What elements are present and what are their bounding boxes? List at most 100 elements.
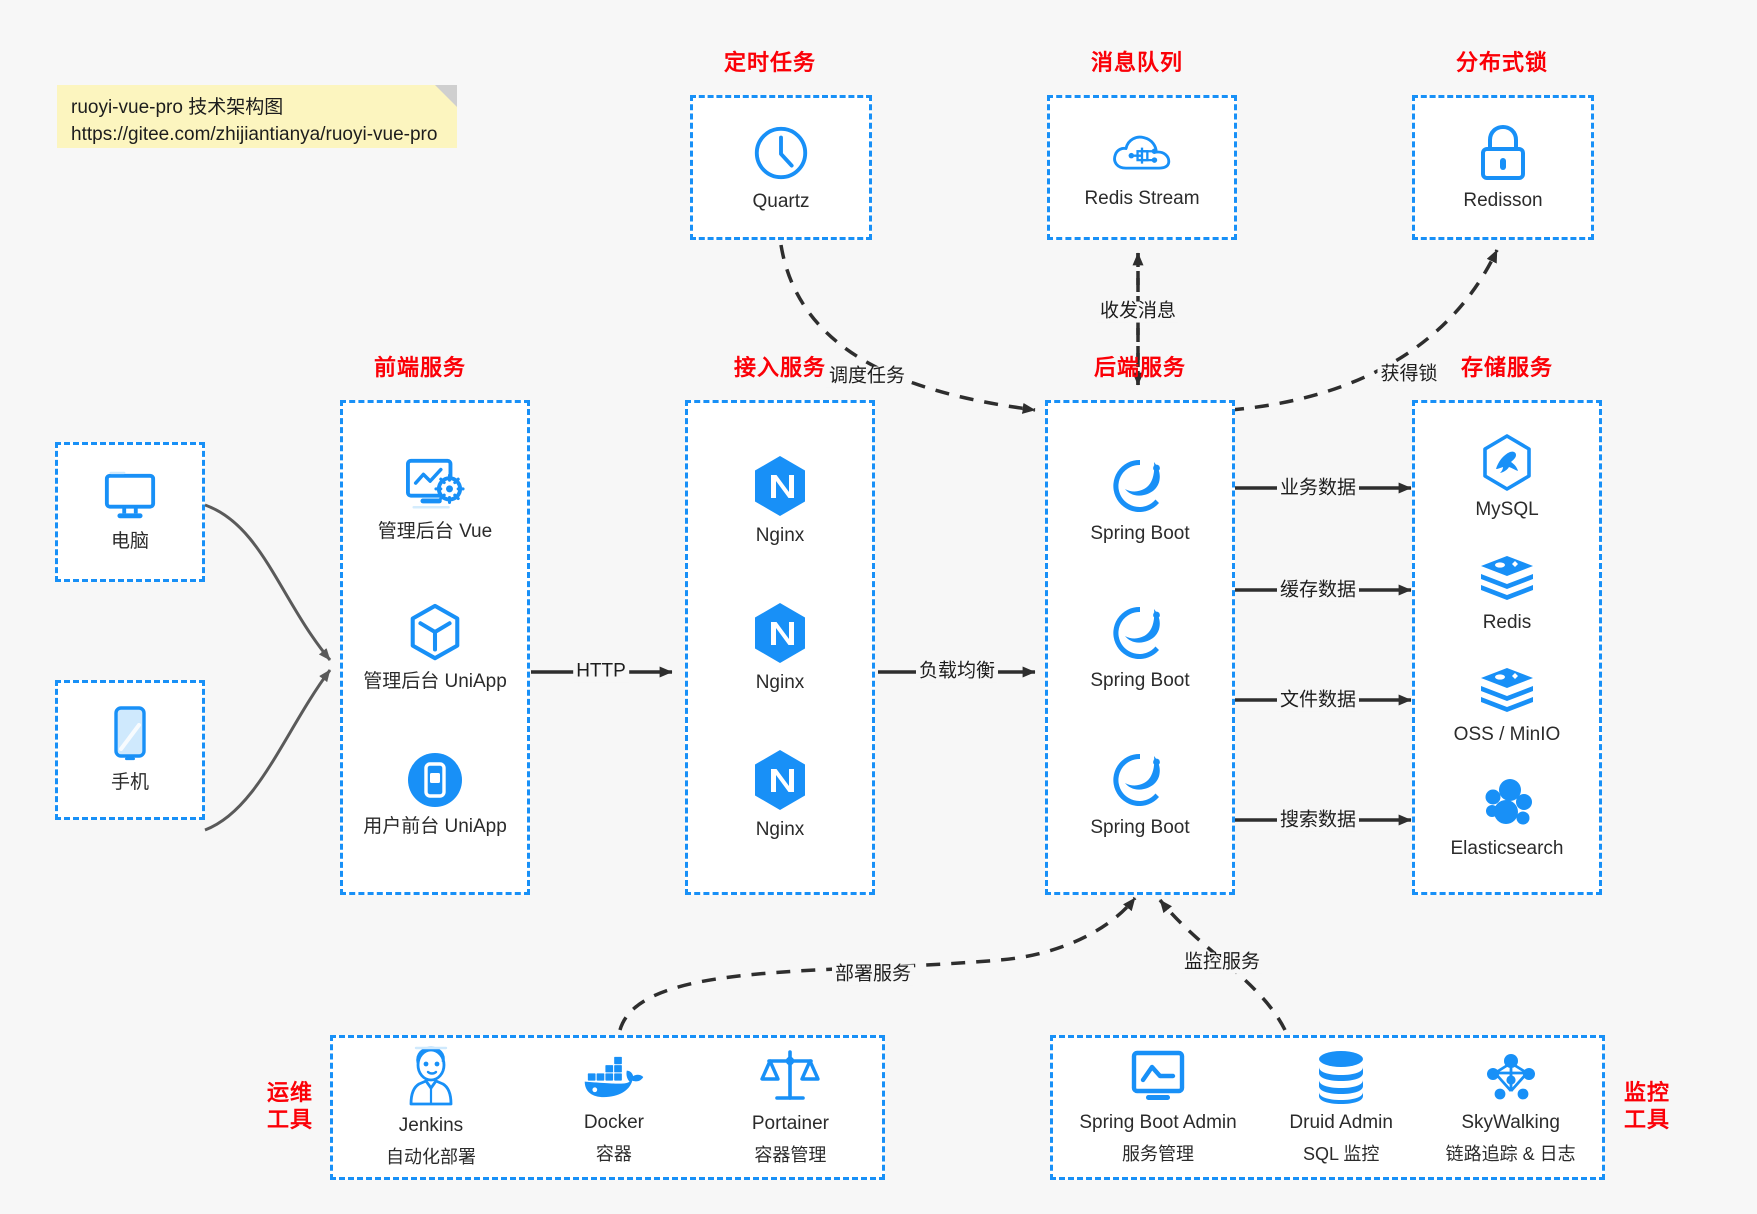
wire-phone-to-frontend xyxy=(204,669,332,832)
group-box-scheduler: Quartz xyxy=(690,95,872,240)
group-title-lock: 分布式锁 xyxy=(1455,50,1548,75)
node-spring-boot-2[interactable]: Spring Boot xyxy=(1090,603,1190,693)
edge-label-load-balance: 负载均衡 xyxy=(915,661,999,683)
group-box-gateway: Nginx Nginx Nginx xyxy=(685,400,875,895)
node-user-uniapp[interactable]: 用户前台 UniApp xyxy=(363,751,507,839)
node-label: Nginx xyxy=(755,671,805,693)
node-admin-uniapp[interactable]: 管理后台 UniApp xyxy=(363,602,507,694)
group-title-devops-line2: 工具 xyxy=(266,1106,313,1132)
group-box-monitoring: Spring Boot Admin 服务管理 Druid Admin SQL 监… xyxy=(1050,1035,1605,1180)
wire-backend-to-lock xyxy=(1229,249,1499,412)
node-label: Quartz xyxy=(752,190,810,212)
node-label: 管理后台 UniApp xyxy=(363,670,507,692)
node-spring-boot-1[interactable]: Spring Boot xyxy=(1090,456,1190,546)
edge-label-cache-data: 缓存数据 xyxy=(1276,580,1360,602)
note-fold-corner xyxy=(435,85,457,107)
node-admin-vue[interactable]: 管理后台 Vue xyxy=(378,456,492,544)
node-spring-boot-3[interactable]: Spring Boot xyxy=(1090,750,1190,840)
oss-minio-icon xyxy=(1480,667,1533,712)
cube-icon xyxy=(410,603,460,660)
mysql-icon xyxy=(1483,434,1531,492)
elasticsearch-icon xyxy=(1485,779,1532,825)
spring-boot-icon xyxy=(1113,459,1160,512)
node-redisson[interactable]: Redisson xyxy=(1463,123,1543,213)
group-box-client-desktop: 电脑 xyxy=(55,442,205,582)
edge-label-schedule-task: 调度任务 xyxy=(825,366,909,388)
node-mobile[interactable]: 手机 xyxy=(108,705,152,795)
node-portainer[interactable]: Portainer 容器管理 xyxy=(752,1048,829,1168)
node-desktop[interactable]: 电脑 xyxy=(101,470,159,554)
node-sublabel: 服务管理 xyxy=(1122,1144,1195,1165)
node-sublabel: 自动化部署 xyxy=(385,1147,476,1168)
group-title-storage: 存储服务 xyxy=(1460,355,1553,380)
mobile-app-icon xyxy=(407,753,462,808)
node-nginx-1[interactable]: Nginx xyxy=(751,454,809,548)
node-label: Portainer xyxy=(751,1112,829,1134)
nginx-icon xyxy=(755,602,805,663)
group-title-backend: 后端服务 xyxy=(1093,355,1186,380)
node-label: 电脑 xyxy=(110,531,149,553)
group-title-mq: 消息队列 xyxy=(1090,50,1183,75)
node-quartz[interactable]: Quartz xyxy=(750,122,812,214)
jenkins-icon xyxy=(409,1046,453,1106)
node-elasticsearch[interactable]: Elasticsearch xyxy=(1451,777,1564,861)
spring-boot-icon xyxy=(1113,606,1160,659)
node-jenkins[interactable]: Jenkins 自动化部署 xyxy=(386,1046,476,1170)
nginx-icon xyxy=(755,749,805,810)
group-box-client-mobile: 手机 xyxy=(55,680,205,820)
node-nginx-2[interactable]: Nginx xyxy=(751,601,809,695)
node-label: 用户前台 UniApp xyxy=(363,816,507,838)
portainer-scales-icon xyxy=(760,1049,821,1100)
group-box-lock: Redisson xyxy=(1412,95,1594,240)
node-sublabel: SQL 监控 xyxy=(1302,1144,1380,1165)
edge-label-http: HTTP xyxy=(573,661,629,683)
group-title-monitoring-line1: 监控 xyxy=(1623,1080,1670,1105)
node-label: Spring Boot xyxy=(1090,816,1190,838)
node-label: Jenkins xyxy=(398,1114,464,1136)
group-box-devops: Jenkins 自动化部署 Docker 容器 xyxy=(330,1035,885,1180)
node-druid-admin[interactable]: Druid Admin SQL 监控 xyxy=(1289,1049,1393,1167)
node-label: OSS / MinIO xyxy=(1453,723,1561,745)
group-box-mq: Redis Stream xyxy=(1047,95,1237,240)
node-label: 手机 xyxy=(110,772,149,794)
skywalking-icon xyxy=(1486,1053,1535,1100)
node-label: SkyWalking xyxy=(1461,1111,1560,1133)
node-spring-boot-admin[interactable]: Spring Boot Admin 服务管理 xyxy=(1079,1049,1237,1167)
node-redis-stream[interactable]: Redis Stream xyxy=(1084,125,1200,211)
edge-label-file-data: 文件数据 xyxy=(1276,690,1360,712)
node-nginx-3[interactable]: Nginx xyxy=(751,748,809,842)
note-title: ruoyi-vue-pro 技术架构图 xyxy=(71,97,284,118)
monitor-chart-icon xyxy=(1131,1050,1185,1100)
node-label: Spring Boot xyxy=(1090,669,1190,691)
group-title-scheduler: 定时任务 xyxy=(723,50,816,75)
node-skywalking[interactable]: SkyWalking 链路追踪 & 日志 xyxy=(1446,1049,1576,1167)
redis-icon xyxy=(1481,555,1533,600)
node-label: Redisson xyxy=(1463,189,1543,211)
group-box-backend: Spring Boot Spring Boot Spring Boot xyxy=(1045,400,1235,895)
clock-icon xyxy=(754,126,808,179)
node-mysql[interactable]: MySQL xyxy=(1475,434,1539,522)
node-label: Docker xyxy=(583,1111,645,1133)
edge-label-business-data: 业务数据 xyxy=(1276,478,1360,500)
edge-label-monitor-service: 监控服务 xyxy=(1180,952,1264,974)
diagram-note: ruoyi-vue-pro 技术架构图 https://gitee.com/zh… xyxy=(57,85,457,148)
node-redis[interactable]: Redis xyxy=(1478,553,1536,635)
node-label: Elasticsearch xyxy=(1450,838,1564,859)
node-oss-minio[interactable]: OSS / MinIO xyxy=(1453,665,1561,747)
node-label: Nginx xyxy=(755,524,805,546)
node-docker[interactable]: Docker 容器 xyxy=(582,1049,646,1167)
node-label: Spring Boot Admin xyxy=(1079,1111,1237,1133)
node-label: Spring Boot xyxy=(1090,522,1190,544)
nginx-icon xyxy=(755,455,805,516)
edge-label-deploy-service: 部署服务 xyxy=(831,964,915,986)
cloud-network-icon xyxy=(1113,135,1171,170)
database-stack-icon xyxy=(1319,1050,1364,1104)
edge-label-send-receive-message: 收发消息 xyxy=(1096,301,1180,323)
group-title-devops-line1: 运维 xyxy=(266,1080,313,1105)
node-label: 管理后台 Vue xyxy=(377,520,493,542)
node-label: Druid Admin xyxy=(1289,1111,1393,1133)
wire-desktop-to-frontend xyxy=(204,503,332,661)
group-title-monitoring-line2: 工具 xyxy=(1623,1106,1670,1132)
node-label: Redis Stream xyxy=(1084,187,1200,209)
group-title-gateway: 接入服务 xyxy=(733,355,826,380)
